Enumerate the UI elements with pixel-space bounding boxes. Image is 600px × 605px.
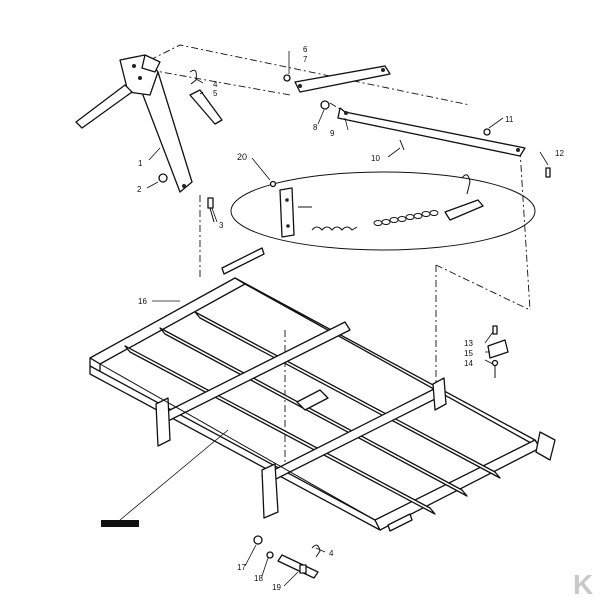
leader-lines bbox=[146, 51, 549, 587]
detail-oval bbox=[230, 171, 536, 251]
bottom-pin-assembly bbox=[253, 535, 321, 579]
callout-16: 16 bbox=[138, 297, 147, 306]
callout-20: 20 bbox=[237, 152, 247, 162]
top-links bbox=[283, 65, 551, 178]
callout-13: 13 bbox=[464, 339, 473, 348]
callout-7: 7 bbox=[303, 55, 308, 64]
mast-bolts bbox=[158, 173, 215, 223]
brand-logo-letter: K bbox=[573, 569, 593, 600]
callout-2: 2 bbox=[137, 185, 142, 194]
headstock-mast bbox=[75, 54, 193, 193]
clamp-assembly bbox=[487, 325, 509, 378]
callout-4-top: 4 bbox=[213, 80, 218, 89]
callout-11: 11 bbox=[505, 115, 514, 124]
assembly-lines bbox=[149, 44, 531, 480]
callout-18: 18 bbox=[254, 574, 263, 583]
main-frame bbox=[89, 247, 556, 532]
callout-3: 3 bbox=[219, 221, 224, 230]
callout-4-bottom: 4 bbox=[329, 549, 334, 558]
brand-logo: K bbox=[566, 568, 600, 600]
callout-5: 5 bbox=[213, 89, 218, 98]
decal-label bbox=[101, 429, 229, 527]
callout-1: 1 bbox=[138, 159, 143, 168]
callout-19: 19 bbox=[272, 583, 281, 592]
callout-8: 8 bbox=[313, 123, 318, 132]
callout-15: 15 bbox=[464, 349, 473, 358]
linch-pin-upper bbox=[189, 69, 223, 125]
callout-6: 6 bbox=[303, 45, 308, 54]
callout-14: 14 bbox=[464, 359, 473, 368]
chain bbox=[373, 210, 439, 226]
callout-numbers: 1 2 3 4 5 6 7 8 9 10 11 12 13 15 14 16 1… bbox=[137, 45, 564, 592]
callout-10: 10 bbox=[371, 154, 380, 163]
callout-12: 12 bbox=[555, 149, 564, 158]
callout-9: 9 bbox=[330, 129, 335, 138]
callout-17: 17 bbox=[237, 563, 246, 572]
